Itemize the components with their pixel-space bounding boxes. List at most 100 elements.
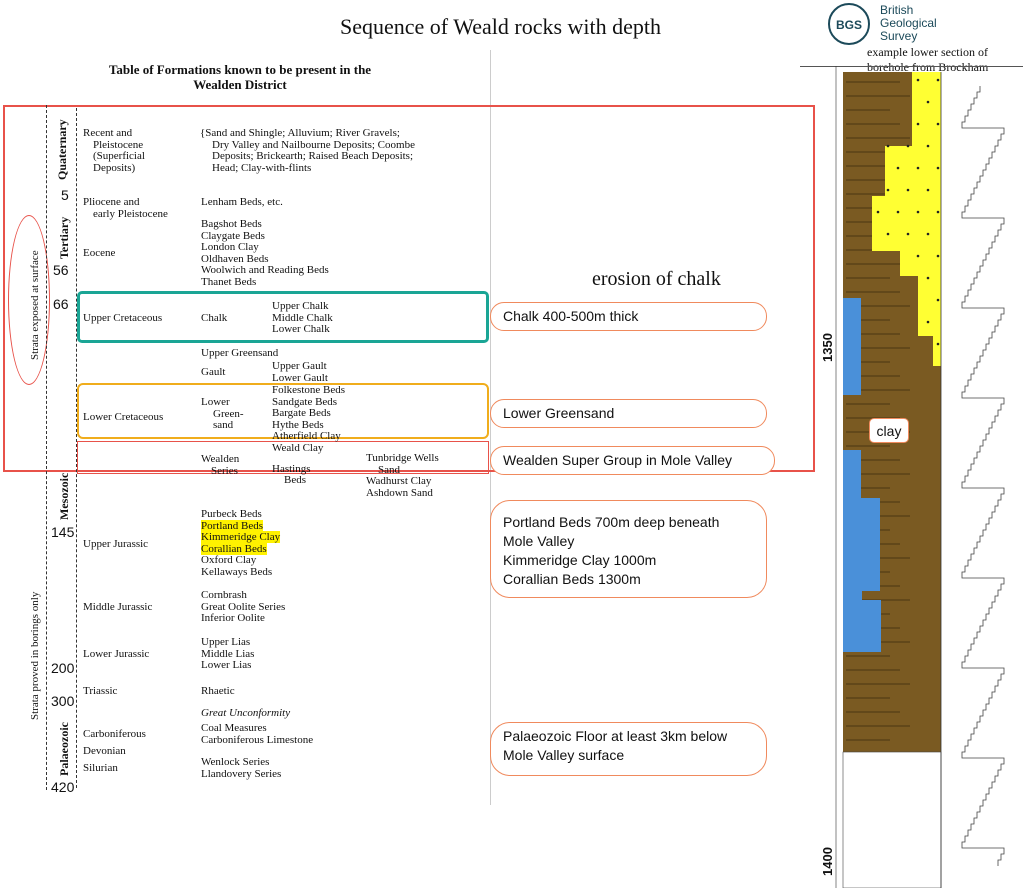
group-upper-greensand: Upper Greensand — [201, 347, 279, 359]
page-title: Sequence of Weald rocks with depth — [340, 14, 662, 39]
borehole-log — [835, 66, 1005, 888]
t: early Pleistocene — [93, 207, 168, 220]
clay-label: clay — [869, 418, 909, 443]
sand-dot — [886, 144, 890, 148]
sand-dot — [876, 210, 880, 214]
unlogged-section — [842, 751, 942, 888]
t: Head; Clay-with-flints — [212, 161, 312, 174]
t: Portland Beds 700m deep beneath — [503, 514, 720, 530]
t: Llandovery Series — [201, 767, 282, 780]
age-56: 56 — [53, 262, 69, 278]
t: Tunbridge Wells — [366, 452, 439, 464]
t: Series — [211, 464, 238, 477]
t: (Superficial — [93, 150, 145, 162]
t: Bagshot Beds — [201, 218, 262, 230]
sand-dot — [936, 298, 940, 302]
period-triassic: Triassic — [83, 685, 118, 697]
geophysical-log-trace — [961, 86, 1005, 866]
sand-dot — [916, 254, 920, 258]
limestone-unit — [843, 450, 881, 652]
highlighted-bed: Corallian Beds — [201, 542, 267, 555]
t: Beds — [284, 474, 306, 486]
t: Hastings — [272, 462, 311, 475]
period-lower-jurassic: Lower Jurassic — [83, 648, 150, 660]
beds-triassic: Rhaetic — [201, 685, 235, 697]
table-title-line: Wealden District — [193, 77, 287, 92]
age-5: 5 — [61, 187, 69, 203]
erosion-label: erosion of chalk — [592, 268, 721, 290]
caption-line: example lower section of — [867, 45, 988, 59]
sand-dot — [926, 100, 930, 104]
t: Sandgate Beds — [272, 395, 338, 408]
sand-dot — [896, 166, 900, 170]
highlighted-bed: Portland Beds — [201, 519, 264, 532]
t: Corallian Beds 1300m — [503, 571, 641, 587]
sand-dot — [916, 122, 920, 126]
t: Sand and Shingle; Alluvium; River Gravel… — [205, 127, 400, 139]
sand-dot — [936, 166, 940, 170]
bgs-logo: BGS — [828, 3, 870, 45]
sand-dot — [906, 232, 910, 236]
age-145: 145 — [51, 524, 75, 540]
group-gault: Gault — [201, 366, 226, 378]
age-200: 200 — [51, 660, 75, 676]
sand-dot — [916, 166, 920, 170]
sand-dot — [896, 210, 900, 214]
sand-dot — [916, 78, 920, 82]
t: Great Oolite Series — [201, 600, 286, 613]
t: Lower Lias — [201, 659, 252, 671]
upper-cretaceous-box — [77, 291, 489, 343]
logo-text: Geological — [880, 16, 937, 30]
t: Weald Clay — [272, 442, 324, 454]
sand-dot — [936, 78, 940, 82]
limestone-unit — [843, 298, 861, 395]
divider-line — [490, 50, 491, 805]
t: Mole Valley surface — [503, 747, 625, 763]
group-chalk: Chalk — [201, 312, 228, 324]
t: Wadhurst Clay — [366, 475, 432, 487]
logo-abbr: BGS — [835, 18, 862, 32]
age-420: 420 — [51, 779, 75, 795]
sand-dot — [906, 144, 910, 148]
note-chalk: Chalk 400-500m thick — [490, 302, 767, 331]
t: Dry Valley and Nailbourne Deposits; Coom… — [212, 138, 415, 151]
note-lower-greensand: Lower Greensand — [490, 399, 767, 428]
sand-dot — [886, 188, 890, 192]
beds-pliocene: Lenham Beds, etc. — [201, 196, 283, 208]
t: Palaeozoic Floor at least 3km below — [503, 728, 728, 744]
sand-dot — [926, 144, 930, 148]
era-palaeozoic: Palaeozoic — [57, 722, 71, 776]
period-middle-jurassic: Middle Jurassic — [83, 601, 153, 613]
t: Lower Gault — [272, 371, 328, 384]
caption-line: borehole from Brockham — [867, 60, 989, 74]
t: Mole Valley — [503, 533, 575, 549]
t: Hythe Beds — [272, 418, 324, 431]
t: sand — [213, 419, 234, 431]
period-lower-cretaceous: Lower Cretaceous — [83, 411, 164, 423]
era-mesozoic: Mesozoic — [57, 472, 71, 520]
t: Ashdown Sand — [366, 486, 433, 499]
t: London Clay — [201, 241, 259, 253]
t: Bargate Beds — [272, 407, 331, 419]
t: Upper Chalk — [272, 300, 329, 312]
t: Folkestone Beds — [272, 384, 346, 396]
t: Deposits) — [93, 161, 136, 174]
t: Lower — [201, 396, 230, 408]
sand-dot — [906, 188, 910, 192]
period-carboniferous: Carboniferous — [83, 728, 146, 740]
